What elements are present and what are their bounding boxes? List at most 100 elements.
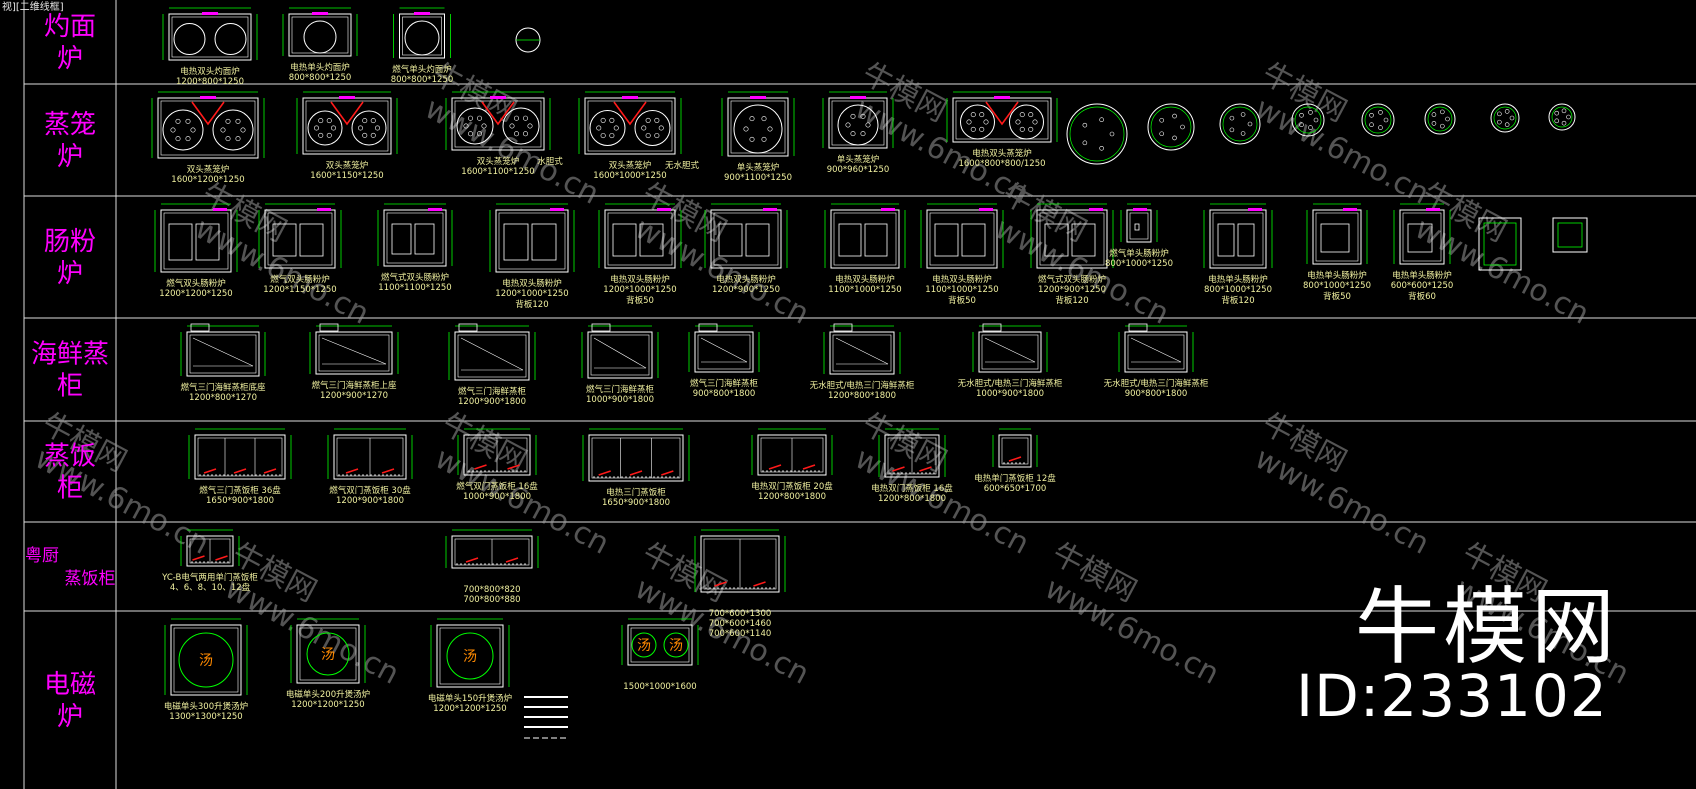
item-dims: 700*600*1460 — [709, 619, 772, 629]
flue-marker — [191, 101, 225, 126]
burner-circle — [162, 109, 204, 151]
control-panel — [750, 96, 766, 99]
burner-hole — [240, 127, 246, 133]
steam-drawer — [838, 223, 862, 257]
burner-hole — [190, 127, 196, 133]
burner-hole — [463, 123, 469, 129]
basket-hole — [1109, 131, 1115, 137]
basket-hole — [1099, 117, 1104, 123]
steam-drawer — [961, 223, 986, 257]
steam-drawer — [745, 223, 770, 257]
appliance-outline — [436, 624, 504, 688]
basket-hole — [1431, 121, 1437, 126]
control-panel — [994, 96, 1010, 99]
basket-hole — [1369, 122, 1374, 128]
item-dims: 1200*1000*1250 — [495, 289, 568, 299]
appliance-drawing — [704, 203, 788, 269]
door-handle — [768, 464, 782, 470]
appliance-drawing — [920, 203, 1004, 269]
burner-hole — [509, 123, 515, 129]
appliance-inner — [587, 100, 673, 152]
basket-hole — [1497, 111, 1502, 117]
basket-outline — [1361, 103, 1395, 137]
steamer-basket — [1548, 103, 1576, 131]
burner-hole — [979, 126, 985, 132]
door-handle — [474, 464, 487, 470]
basket-hole — [1554, 110, 1560, 116]
burner-hole — [600, 133, 606, 139]
appliance-outline — [727, 97, 789, 157]
item-name: 燃气双头肠粉炉 — [270, 274, 330, 285]
cabinet-diagonal — [984, 337, 1036, 363]
category-label: 柜 — [57, 372, 83, 402]
burner-hole — [318, 118, 324, 124]
appliance-inner — [457, 334, 527, 378]
item-dims: 700*600*1300 — [709, 609, 772, 619]
item-note: 背板50 — [948, 295, 976, 306]
appliance-outline — [1312, 209, 1362, 265]
door-handle — [263, 468, 277, 474]
appliance-drawing — [824, 203, 906, 269]
control-panel — [1426, 208, 1440, 211]
category-label: 柜 — [57, 474, 83, 504]
item-dims: 1200*1000*1250 — [603, 285, 676, 295]
burner-circle — [351, 110, 387, 146]
door-handle — [661, 470, 674, 476]
viewport-label[interactable]: 视][二维线框] — [2, 2, 64, 13]
appliance-drawing — [282, 7, 358, 57]
control-panel — [202, 12, 218, 15]
item-dims: 800*800*1250 — [289, 73, 352, 83]
steamer-basket — [1291, 103, 1325, 137]
category-label: 炉 — [57, 702, 83, 732]
small-panel — [1478, 217, 1522, 271]
burner-hole — [235, 118, 241, 124]
appliance-inner — [402, 16, 442, 56]
appliance-drawing: 汤 — [290, 618, 366, 684]
steamer-basket — [1361, 103, 1395, 137]
appliance-drawing — [992, 428, 1038, 468]
burner-hole — [185, 136, 191, 142]
item-dims: 1650*900*1800 — [602, 498, 670, 508]
burner-hole — [749, 116, 755, 122]
item-name: 燃气三门蒸饭柜 36盘 — [199, 485, 281, 496]
basket-hole — [1299, 112, 1304, 118]
control-panel — [339, 96, 355, 99]
burner-hole — [522, 131, 528, 137]
appliance-inner — [713, 212, 779, 266]
appliance-outline — [1124, 331, 1188, 373]
appliance-inner — [305, 100, 389, 152]
item-dims: 1600*1150*1250 — [310, 171, 383, 181]
burner-circle — [589, 110, 626, 146]
burner-circle — [502, 107, 540, 145]
soup-mark: 汤 — [321, 647, 335, 663]
item-name: 燃气三门海鲜蒸柜 — [586, 384, 655, 395]
item-dims: 700*800*880 — [463, 595, 520, 605]
item-dims: 900*800*1800 — [693, 389, 756, 399]
row-2: 燃气双头肠粉炉1200*1200*1250燃气双头肠粉炉1200*1150*12… — [154, 203, 1588, 310]
basket-hole — [1561, 108, 1567, 114]
item-name: 无水胆式/电热三门海鲜蒸柜 — [810, 380, 915, 391]
appliance-drawing — [445, 529, 539, 569]
appliance-inner — [318, 334, 390, 372]
row-0: 电热双头灼面炉1200*800*1250电热单头灼面炉800*800*1250燃… — [162, 7, 541, 87]
appliance-inner — [591, 437, 681, 479]
cabinet-diagonal — [460, 337, 524, 371]
soup-mark: 汤 — [199, 653, 213, 669]
item-dims: 1200*800*1800 — [828, 391, 896, 401]
basket-rim — [1427, 106, 1453, 132]
appliance-inner — [267, 212, 333, 266]
appliance-drawing — [1306, 203, 1368, 265]
appliance-outline — [160, 209, 232, 273]
burner-hole — [467, 115, 473, 121]
item-name: 电热双头蒸笼炉 — [972, 148, 1032, 159]
basket-outline — [1548, 103, 1576, 131]
item-dims: 1200*1200*1250 — [159, 289, 232, 299]
burner-hole — [1019, 126, 1025, 132]
